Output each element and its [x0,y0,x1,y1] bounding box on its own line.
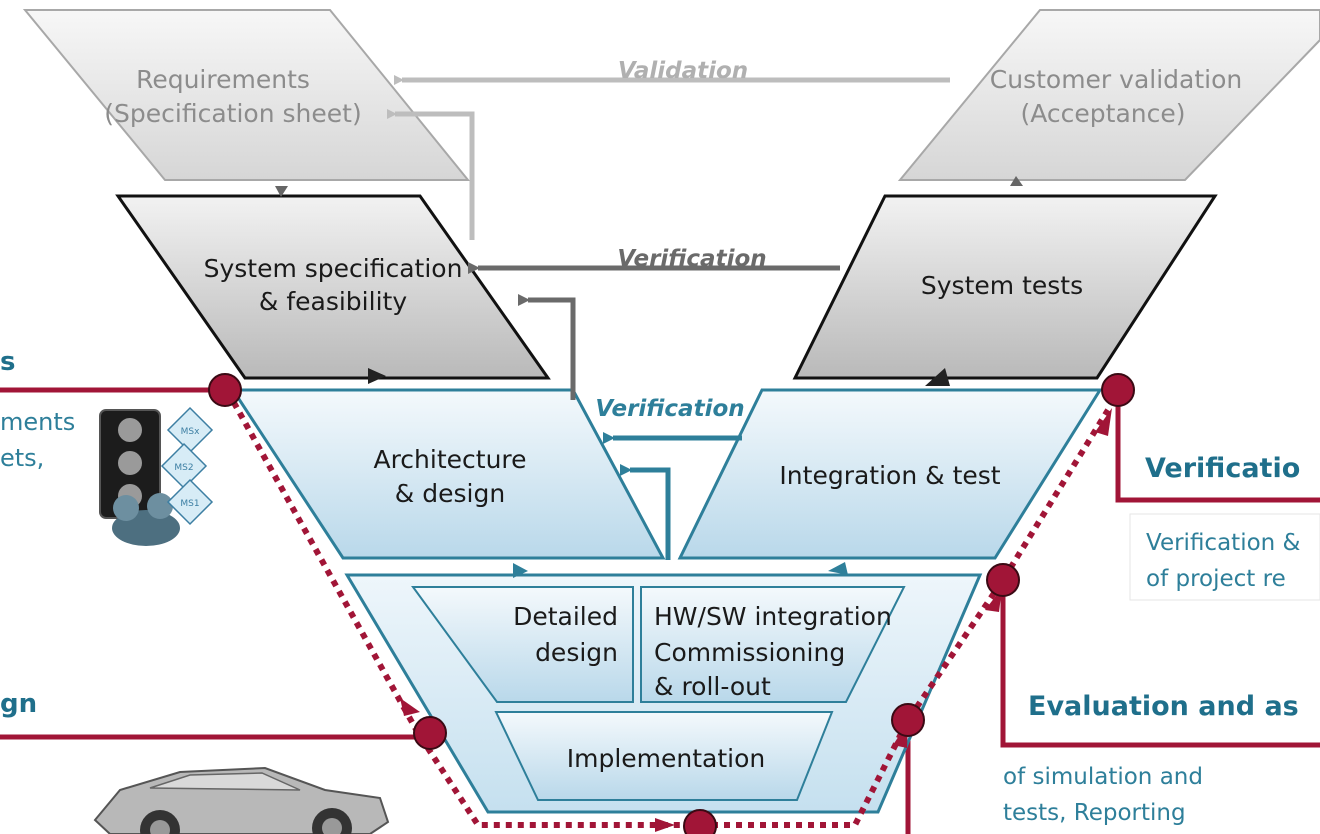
detailed-design-line2: design [535,638,618,667]
red-dotted-path [225,390,1111,828]
milestone-label-msx: MSx [181,427,200,437]
milestone-dot-1 [208,373,242,407]
architecture-line2: & design [395,479,505,508]
system-tests-box [792,194,1218,380]
right-eval-text2: tests, Reporting [1003,800,1186,826]
system-spec-line1: System specification [204,254,463,283]
implementation-box [494,711,834,801]
architecture-box [230,388,666,560]
detailed-design-line1: Detailed [513,602,618,631]
verification-arrow-upper [468,262,840,400]
hwsw-box [640,586,906,703]
system-spec-line2: & feasibility [259,287,407,316]
hwsw-line1: HW/SW integration [654,602,892,631]
validation-arrow [387,75,950,240]
requirements-line1: Requirements [136,65,310,94]
milestone-diamonds [160,406,214,526]
customer-validation-line2: (Acceptance) [1020,99,1185,128]
milestone-dots [208,373,1135,834]
right-eval-text1: of simulation and [1003,764,1203,790]
right-verif-text2: of project re [1146,566,1286,592]
hwsw-line2: Commissioning [654,638,845,667]
customer-validation-line1: Customer validation [990,65,1242,94]
car-illustration [93,766,390,834]
milestone-dot-4 [891,703,925,737]
verification-arrow-lower [603,432,742,560]
left-top-text2: ets, [0,444,44,472]
customer-validation-box [897,9,1320,181]
left-top-heading: s [0,347,15,377]
flow-triangles [275,176,1023,578]
verification-label-upper: Verification [617,246,766,272]
requirements-line2: (Specification sheet) [104,99,361,128]
milestone-label-ms1: MS1 [180,499,199,509]
milestone-label-ms2: MS2 [174,463,193,473]
milestone-dot-2 [413,716,447,750]
architecture-line1: Architecture [373,445,526,474]
right-verif-heading: Verificatio [1145,453,1300,484]
integration-box [677,388,1103,560]
milestone-dot-5 [986,563,1020,597]
integration-line1: Integration & test [779,461,1000,490]
traffic-light-icon [99,409,180,546]
milestone-dot-6 [1101,373,1135,407]
right-eval-heading: Evaluation and as [1028,691,1299,722]
requirements-box [22,9,471,181]
validation-label: Validation [618,58,748,84]
milestone-dot-3 [683,809,717,834]
left-top-text1: ments [0,408,75,436]
verification-label-lower: Verification [595,396,744,422]
right-verif-text1: Verification & [1146,530,1301,556]
system-tests-line1: System tests [921,271,1083,300]
left-mid-heading: gn [0,689,37,719]
implementation-line1: Implementation [567,744,766,773]
red-connector-lines [0,387,1320,834]
hwsw-line3: & roll-out [654,672,771,701]
system-spec-box [115,194,551,380]
detailed-design-box [411,586,634,703]
right-verif-text-box [1129,513,1320,601]
